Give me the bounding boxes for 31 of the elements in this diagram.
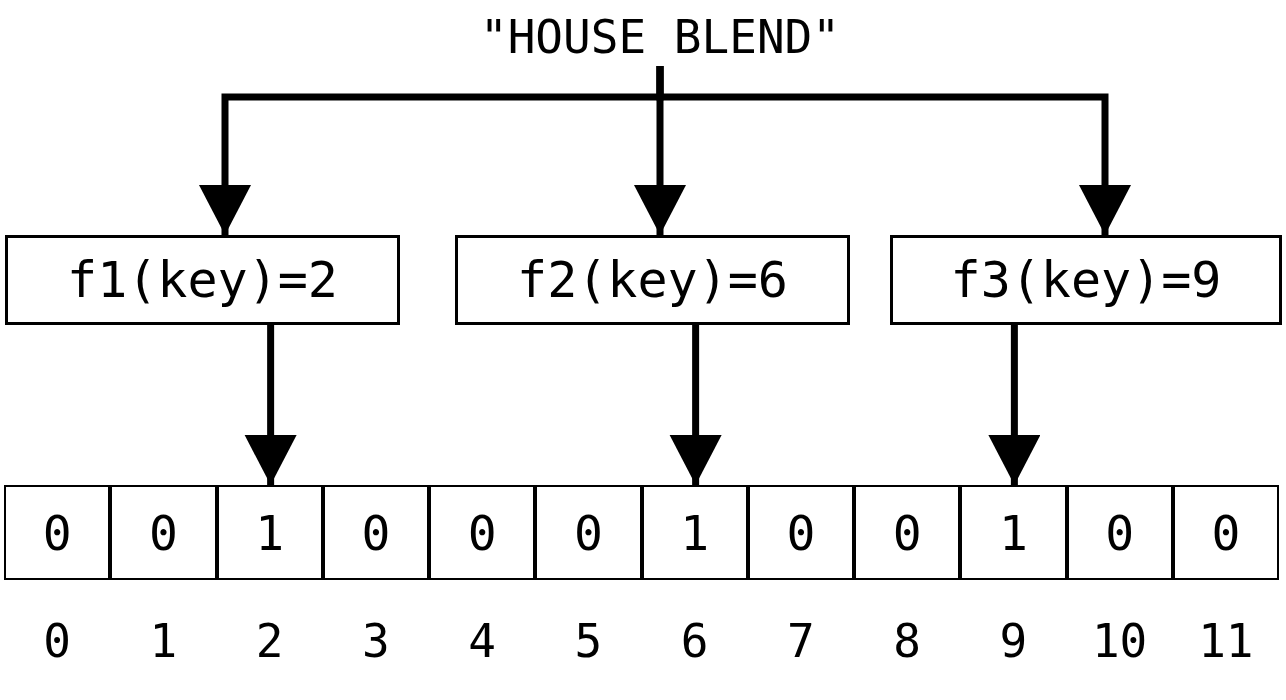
- hash-function-box: f1(key)=2: [5, 235, 400, 325]
- index-number: 7: [786, 618, 816, 664]
- hash-function-box: f3(key)=9: [890, 235, 1282, 325]
- bit-value: 0: [786, 504, 816, 561]
- arrow: [988, 325, 1041, 485]
- bit-value: 0: [42, 504, 72, 561]
- hash-function-box: f2(key)=6: [455, 235, 850, 325]
- bit-value: 1: [998, 504, 1028, 561]
- bit-value: 1: [255, 504, 285, 561]
- bit-value: 0: [361, 504, 391, 561]
- index-number: 6: [679, 618, 710, 664]
- index-number: 11: [1197, 618, 1255, 664]
- bit-value: 0: [892, 504, 922, 561]
- index-number: 9: [998, 618, 1029, 664]
- index-number: 2: [254, 618, 285, 664]
- bit-value: 0: [1211, 504, 1241, 561]
- bit-value: 0: [467, 504, 497, 561]
- index-number: 5: [573, 618, 604, 664]
- arrow: [669, 325, 722, 485]
- index-number: 3: [361, 618, 391, 664]
- index-number: 4: [467, 618, 497, 664]
- index-number: 1: [148, 618, 179, 664]
- bit-value: 0: [573, 504, 603, 561]
- index-number: 10: [1090, 618, 1149, 664]
- index-number: 0: [42, 618, 72, 664]
- index-number: 8: [892, 618, 922, 664]
- bit-value: 0: [1105, 504, 1135, 561]
- bit-value: 1: [680, 504, 710, 561]
- arrow: [244, 325, 297, 485]
- key-text: "HOUSE BLEND": [460, 8, 860, 66]
- bit-value: 0: [148, 504, 178, 561]
